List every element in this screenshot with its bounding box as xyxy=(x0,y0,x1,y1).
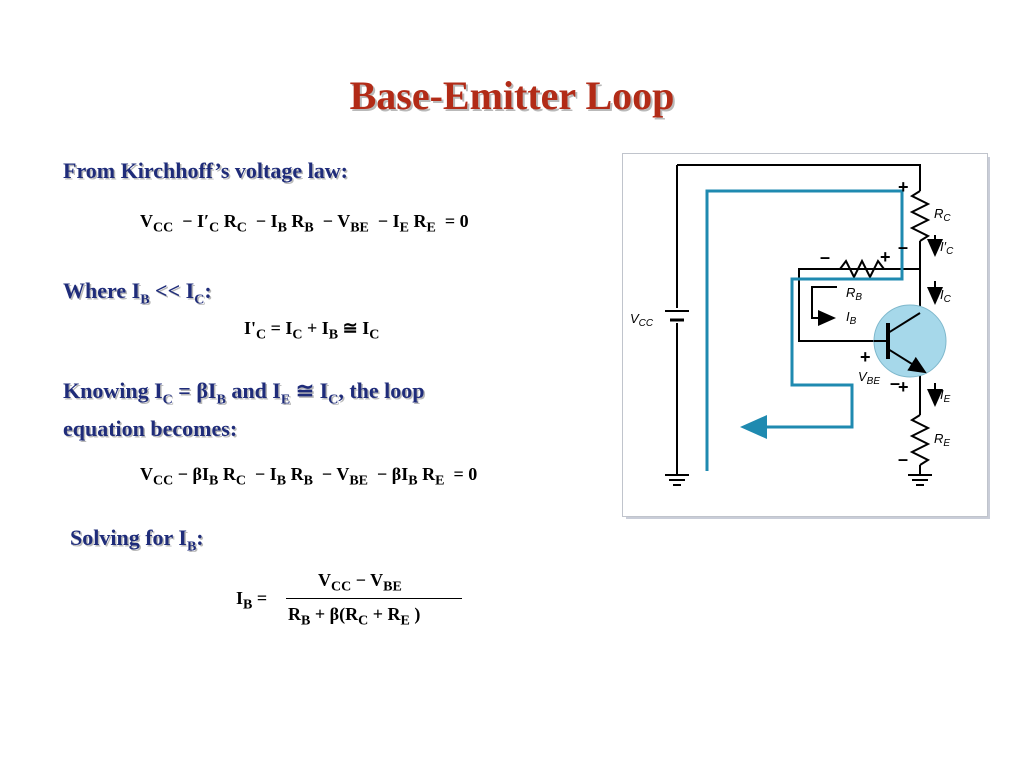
kvl-equation: VCC − I′C RC − IB RB − VBE − IE RE = 0 xyxy=(140,211,469,236)
solution-numerator: VCC − VBE xyxy=(318,570,402,595)
vbe-plus: + xyxy=(860,347,871,367)
solution-denominator: RB + β(RC + RE ) xyxy=(288,604,421,629)
rc-minus: – xyxy=(898,237,908,257)
rb-minus: – xyxy=(820,247,830,267)
loop-path xyxy=(705,189,904,471)
vbe-minus: – xyxy=(890,373,900,393)
re-minus: – xyxy=(898,449,908,469)
rb-plus: + xyxy=(880,247,891,267)
fraction-bar xyxy=(286,598,462,599)
knowing-heading-line2: equation becomes: xyxy=(63,416,238,441)
re-plus: + xyxy=(898,377,909,397)
solving-heading: Solving for IB: xyxy=(70,525,204,555)
loop-equation: VCC − βIB RC − IB RB − VBE − βIB RE = 0 xyxy=(140,464,478,489)
solution-lhs: IB = xyxy=(236,588,268,613)
vcc-label: VCC xyxy=(630,311,654,329)
rc-label: RC xyxy=(934,206,951,224)
ib-label: IB xyxy=(846,309,857,327)
kvl-heading: From Kirchhoff’s voltage law: xyxy=(63,158,348,183)
vbe-label: VBE xyxy=(858,369,880,387)
where-equation: I'C = IC + IB ≅ IC xyxy=(244,318,380,343)
ic-label: IC xyxy=(940,287,952,305)
slide-title: Base-Emitter Loop xyxy=(349,73,675,118)
rb-label: RB xyxy=(846,285,862,303)
rc-plus: + xyxy=(898,177,909,197)
circuit-diagram: VCC RC I′C IC RB IB VBE IE RE + – – + + … xyxy=(622,153,992,520)
knowing-heading: Knowing IC = βIB and IE ≅ IC, the loop xyxy=(63,378,425,408)
re-label: RE xyxy=(934,431,950,449)
circuit-schematic: VCC RC I′C IC RB IB VBE IE RE + – – + + … xyxy=(630,164,954,486)
ic-prime-label: I′C xyxy=(940,239,954,257)
where-heading: Where IB << IC: xyxy=(63,278,212,308)
ie-label: IE xyxy=(940,387,951,405)
